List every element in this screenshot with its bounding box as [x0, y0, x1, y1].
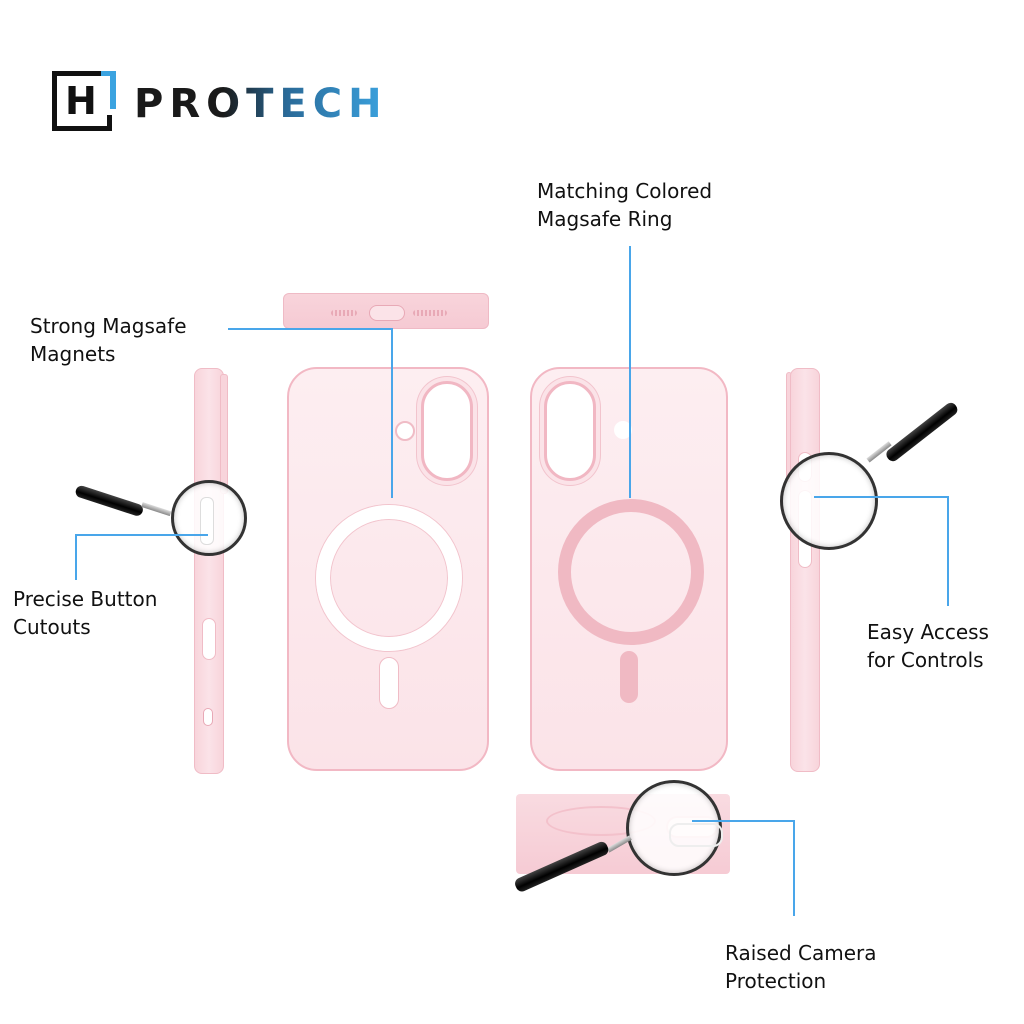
callout-camera: Raised Camera Protection — [725, 939, 877, 995]
callout-controls-line1: Easy Access — [867, 620, 989, 644]
callout-controls: Easy Access for Controls — [867, 618, 989, 674]
callout-line-ring-v — [629, 246, 631, 498]
callout-magnets-line1: Strong Magsafe — [30, 314, 187, 338]
callout-buttons-line1: Precise Button — [13, 587, 158, 611]
callout-line-buttons-v — [75, 534, 77, 580]
callout-ring: Matching Colored Magsafe Ring — [537, 177, 712, 233]
magnifying-glass-icon — [513, 776, 724, 894]
callout-buttons-line2: Cutouts — [13, 615, 91, 639]
callout-line-controls-v — [947, 496, 949, 606]
callout-buttons: Precise Button Cutouts — [13, 585, 157, 641]
logo-wordmark: PROTECH — [134, 70, 388, 138]
magnifying-glass-icon — [74, 476, 252, 556]
callout-ring-line2: Magsafe Ring — [537, 207, 673, 231]
callout-line-controls-h — [814, 496, 948, 498]
callout-magnets: Strong Magsafe Magnets — [30, 312, 187, 368]
callout-line-camera-h — [692, 820, 794, 822]
callout-camera-line2: Protection — [725, 969, 827, 993]
logo-mark-icon: H — [52, 71, 118, 137]
callout-ring-line1: Matching Colored — [537, 179, 713, 203]
callout-line-buttons-h — [76, 534, 208, 536]
callout-camera-line1: Raised Camera — [725, 941, 877, 965]
logo-letter: H — [65, 79, 97, 123]
case-inside-view — [287, 367, 489, 771]
callout-line-camera-v — [793, 820, 795, 916]
callout-magnets-line2: Magnets — [30, 342, 116, 366]
brand-logo: H PROTECH — [52, 70, 388, 138]
magnifying-glass-icon — [780, 400, 980, 550]
callout-line-magnets-h — [228, 328, 392, 330]
case-left-side-view — [194, 368, 230, 774]
callout-controls-line2: for Controls — [867, 648, 984, 672]
case-bottom-edge-view — [283, 293, 489, 329]
callout-line-magnets-v — [391, 328, 393, 498]
case-right-side-view — [786, 368, 822, 772]
